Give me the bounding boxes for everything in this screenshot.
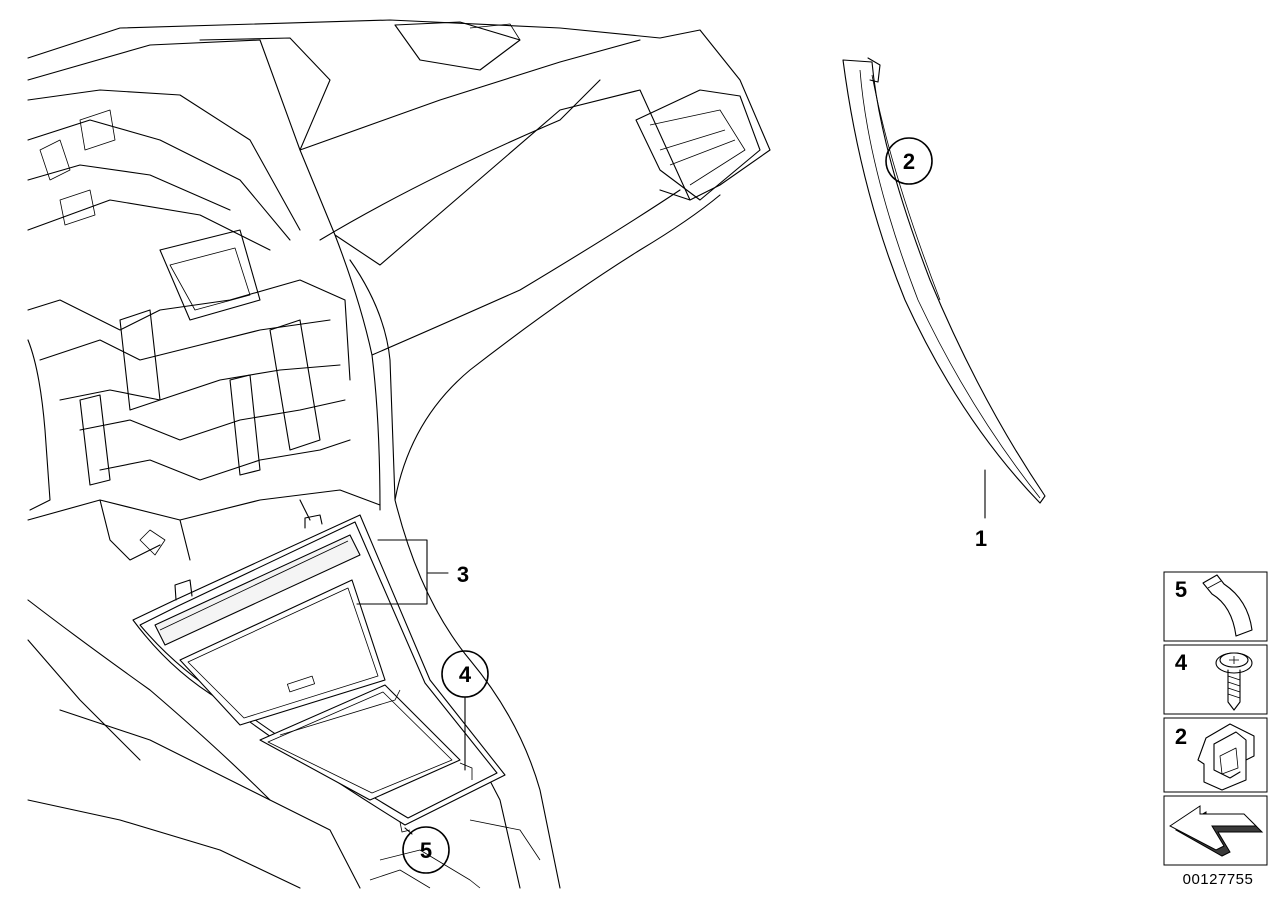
legend-arrow-cell: [1163, 795, 1268, 866]
legend-item-4-number: 4: [1175, 650, 1188, 675]
bracket-clip-icon: [1197, 723, 1255, 791]
direction-arrow-icon: [1169, 805, 1264, 857]
callout-5: 5: [402, 826, 450, 874]
console-trim-panel: [132, 514, 506, 833]
clip-icon: [1202, 574, 1253, 637]
callout-3-label: 3: [457, 562, 469, 587]
callout-1: 1: [975, 526, 987, 551]
callout-4-label: 4: [459, 662, 472, 687]
legend-item-5: 5: [1163, 571, 1268, 642]
trim-strip: [842, 57, 1046, 504]
callout-1-label: 1: [975, 526, 987, 551]
legend-item-4: 4: [1163, 644, 1268, 715]
legend-item-2: 2: [1163, 717, 1268, 793]
callout-4: 4: [441, 650, 489, 698]
legend-item-5-number: 5: [1175, 577, 1187, 602]
dashboard-illustration: [27, 19, 771, 889]
callout-2-label: 2: [903, 149, 915, 174]
legend-item-2-number: 2: [1175, 724, 1187, 749]
callout-3: 3: [457, 562, 469, 587]
diagram-id: 00127755: [1183, 871, 1254, 888]
legend: 5 4 2: [1163, 571, 1268, 866]
screw-icon: [1215, 652, 1253, 711]
callout-5-label: 5: [420, 838, 432, 863]
callout-2: 2: [885, 137, 933, 185]
